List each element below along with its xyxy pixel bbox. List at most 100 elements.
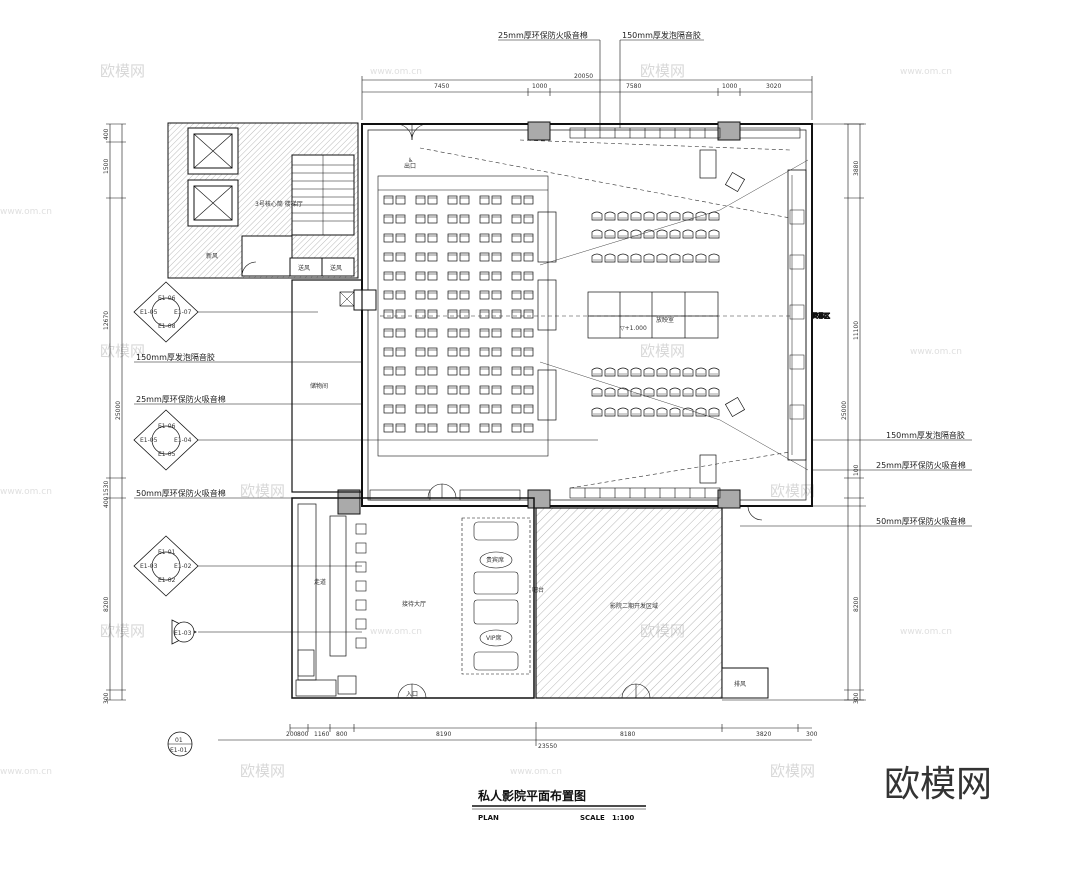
theater-seat (459, 404, 470, 414)
watermark-text: 欧模网 (100, 342, 145, 360)
lobby-stool (355, 561, 367, 573)
recliner-chair (669, 211, 681, 221)
elev-marker-bottom: E1-02 (158, 577, 176, 584)
theater-seat (447, 233, 458, 243)
theater-seat (511, 290, 522, 300)
section-marker: E1-03 (171, 619, 197, 645)
elevation-label: ▽+1.000 (620, 325, 647, 332)
recliner-chair (591, 367, 603, 377)
watermark-url: www.om.cn (370, 67, 422, 77)
callout-right-1: 150mm厚发泡隔音胶 (886, 430, 965, 440)
theater-seat (395, 404, 406, 414)
theater-seat (427, 309, 438, 319)
theater-seat (383, 271, 394, 281)
theater-seat (383, 214, 394, 224)
lobby-stool (355, 542, 367, 554)
theater-seat (415, 385, 426, 395)
theater-walls (337, 121, 813, 515)
theater-seat (523, 290, 534, 300)
recliner-chair (604, 367, 616, 377)
theater-seat (459, 252, 470, 262)
theater-seat (491, 423, 502, 433)
theater-seat (415, 309, 426, 319)
theater-seat (491, 309, 502, 319)
drawing-title: 私人影院平面布置图 (477, 788, 586, 803)
recliner-chair (617, 367, 629, 377)
theater-seat (427, 233, 438, 243)
theater-seat (395, 309, 406, 319)
dim-bottom-5: 8190 (436, 731, 451, 738)
recliner-chair (643, 253, 655, 263)
dim-left-4: 25000 (115, 401, 122, 420)
screen-wall: 荧幕区 (787, 169, 831, 461)
theater-seat (523, 271, 534, 281)
recliner-chair (682, 229, 694, 239)
recliner-chair (604, 211, 616, 221)
recliner-chair (682, 367, 694, 377)
theater-seat (479, 347, 490, 357)
theater-seat (459, 214, 470, 224)
theater-seat (479, 290, 490, 300)
lobby-stool (355, 523, 367, 535)
recliner-chair (643, 387, 655, 397)
dim-right-2: 11100 (853, 321, 860, 340)
reserved-area-label: 影院二期开发区域 (610, 602, 658, 610)
exit-label: 出口 (404, 162, 416, 170)
plan-reference: 01 E1-01 (167, 731, 193, 757)
recliner-chair (682, 253, 694, 263)
dim-bottom-3: 1160 (314, 731, 329, 738)
callout-right-3: 50mm厚环保防火吸音棉 (876, 516, 966, 526)
theater-seat (479, 233, 490, 243)
theater-seat (491, 366, 502, 376)
recliner-chair (630, 253, 642, 263)
corridor-label: 走道 (314, 578, 326, 586)
dim-left-7: 8200 (103, 597, 110, 612)
theater-seat (427, 252, 438, 262)
recliner-chair (669, 387, 681, 397)
recliner-chair (604, 229, 616, 239)
elev-marker-bottom: E1-08 (158, 323, 176, 330)
theater-seat (415, 195, 426, 205)
recliner-chair (682, 407, 694, 417)
theater-seat (511, 271, 522, 281)
recliner-chair (617, 253, 629, 263)
theater-seat (427, 366, 438, 376)
theater-seat (415, 252, 426, 262)
elev-marker-bottom: E1-05 (158, 451, 176, 458)
theater-seat (511, 309, 522, 319)
recliner-chair (617, 387, 629, 397)
theater-seat (479, 404, 490, 414)
theater-seat (511, 195, 522, 205)
theater-seat (415, 290, 426, 300)
theater-seat (415, 366, 426, 376)
theater-seat (511, 214, 522, 224)
watermark-text: 欧模网 (640, 342, 685, 360)
lobby-chairs (355, 523, 367, 649)
theater-seat (523, 347, 534, 357)
theater-seat (523, 233, 534, 243)
recliner-chair (695, 367, 707, 377)
recliner-chair (695, 387, 707, 397)
recliner-chair (695, 229, 707, 239)
theater-seat (383, 290, 394, 300)
theater-seat (415, 404, 426, 414)
dim-top-4: 1000 (722, 83, 737, 90)
recliner-chair (591, 253, 603, 263)
dim-left-2: 1500 (103, 159, 110, 174)
recliner-chair (708, 407, 720, 417)
recliner-chair (591, 387, 603, 397)
sightlines (539, 159, 809, 471)
theater-seat (383, 423, 394, 433)
callout-left-3: 50mm厚环保防火吸音棉 (136, 488, 226, 498)
watermark-text: 欧模网 (240, 482, 285, 500)
theater-seat (511, 233, 522, 243)
theater-seat (395, 252, 406, 262)
dim-left-6: 400 (103, 496, 110, 508)
theater-seat (511, 328, 522, 338)
theater-seat (523, 385, 534, 395)
theater-seat (447, 214, 458, 224)
title-block: 私人影院平面布置图 PLAN SCALE 1:100 (472, 788, 646, 822)
theater-seat (427, 385, 438, 395)
lobby-stool (355, 580, 367, 592)
